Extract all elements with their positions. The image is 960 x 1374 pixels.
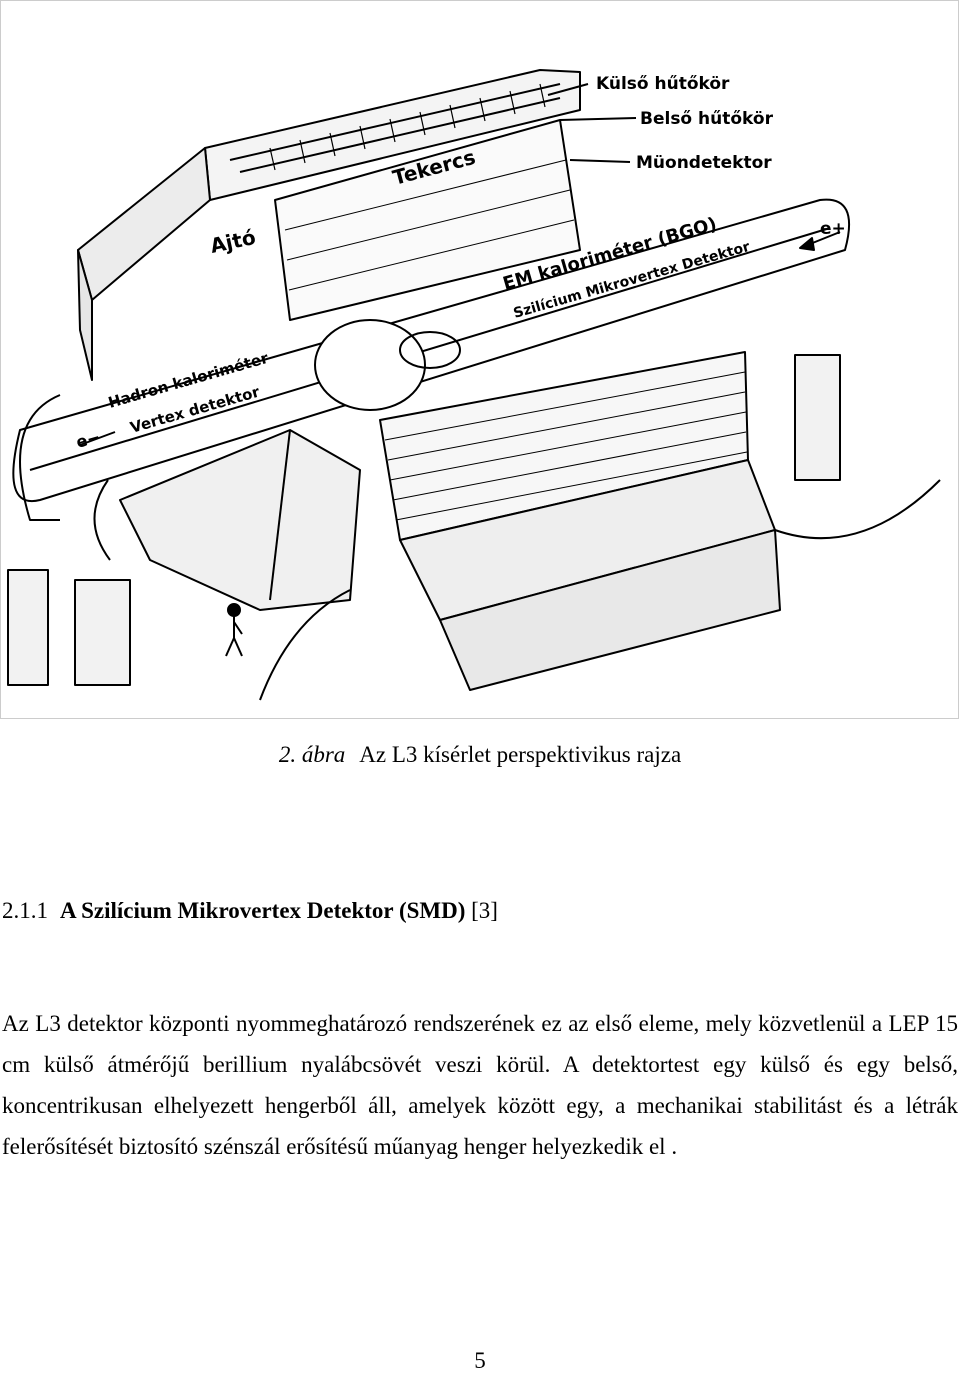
vertex-cylinder (314, 319, 426, 411)
section-reference: [3] (471, 898, 498, 923)
support-pillar-left (7, 569, 49, 686)
section-title: A Szilícium Mikrovertex Detektor (SMD) (60, 898, 466, 923)
muon-chambers (274, 119, 581, 321)
person-figure (225, 603, 243, 657)
support-pillar-mid (74, 579, 131, 686)
page-number: 5 (474, 1348, 486, 1373)
beam-pipe (12, 198, 851, 503)
label-muondetektor: Müondetektor (636, 153, 772, 173)
figure-caption: 2. ábra Az L3 kísérlet perspektivikus raj… (0, 742, 960, 768)
label-e-plus: e+ (820, 219, 846, 239)
detector-figure: Külső hűtőkör Belső hűtőkör Müondetektor… (0, 0, 959, 719)
label-belso-hutokor: Belső hűtőkör (640, 109, 774, 129)
section-number: 2.1.1 (2, 898, 48, 923)
support-pillar-right (794, 354, 841, 481)
label-ajto: Ajtó (208, 225, 258, 258)
l3-detector-drawing: Külső hűtőkör Belső hűtőkör Müondetektor… (0, 0, 959, 719)
caption-number: 2. ábra (278, 742, 346, 767)
coil-hatching (269, 83, 546, 171)
label-kulso-hutokor: Külső hűtőkör (596, 74, 730, 94)
body-paragraph: Az L3 detektor központi nyommeghatározó … (2, 1011, 958, 1159)
section-heading: 2.1.1 A Szilícium Mikrovertex Detektor (S… (2, 898, 498, 924)
caption-text: Az L3 kísérlet perspektivikus rajza (359, 742, 682, 767)
